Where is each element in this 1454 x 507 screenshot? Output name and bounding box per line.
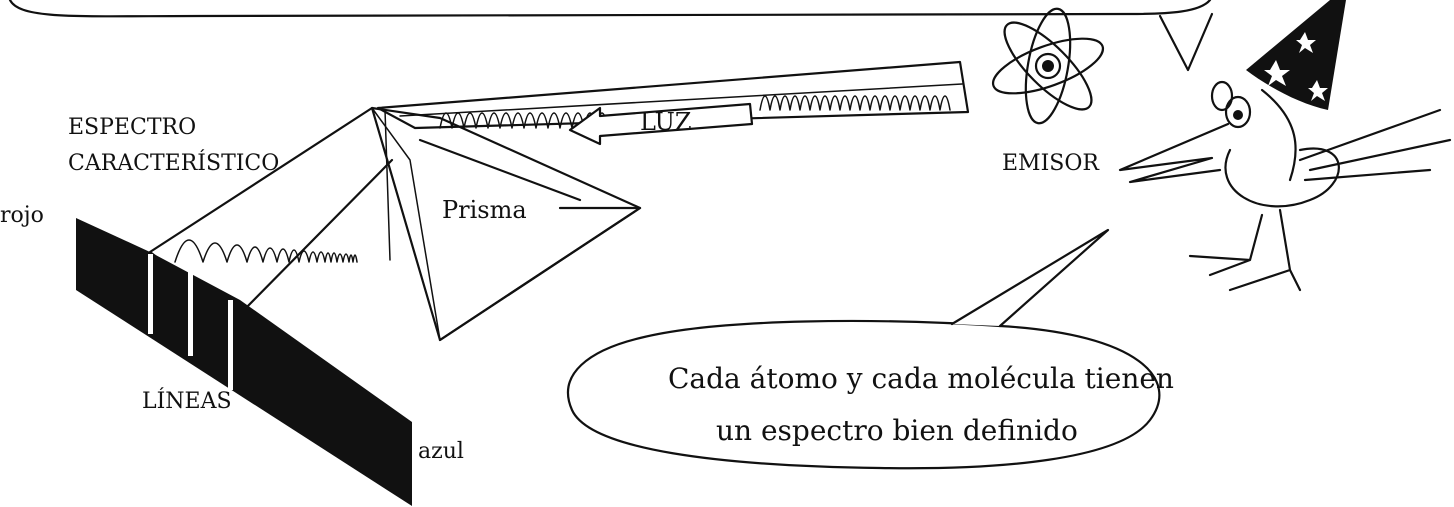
speech-line-1: Cada átomo y cada molécula tienen (668, 362, 1174, 395)
spectrum-screen (76, 218, 412, 506)
wizard-hat (1246, 0, 1346, 110)
speech-bubble-tail (950, 228, 1110, 328)
light-wave (439, 95, 951, 129)
red-end-label: rojo (0, 203, 44, 228)
lines-label: LÍNEAS (142, 387, 232, 414)
blue-end-label: azul (418, 439, 464, 464)
dispersed-wave (174, 239, 358, 263)
top-speech-bubble-tail (1158, 12, 1214, 72)
prism-label: Prisma (442, 196, 527, 224)
top-speech-bubble-outline (8, 0, 1212, 18)
emitter-label: EMISOR (1002, 151, 1100, 176)
spectral-line-1 (148, 254, 153, 334)
light-label: LUZ (640, 108, 692, 136)
speech-line-2: un espectro bien definido (716, 414, 1078, 447)
spectrum-title-line1: ESPECTRO (68, 115, 196, 140)
speech-bubble (566, 228, 1161, 470)
atom-icon (991, 7, 1105, 125)
light-beam (376, 60, 970, 261)
wizard-bird-icon (1118, 0, 1452, 292)
light-arrow: LUZ (568, 102, 754, 146)
spectrum-title-line2: CARACTERÍSTICO (68, 149, 279, 176)
prism (370, 106, 642, 342)
spectral-line-2 (188, 272, 193, 356)
spectral-line-3 (228, 300, 233, 390)
